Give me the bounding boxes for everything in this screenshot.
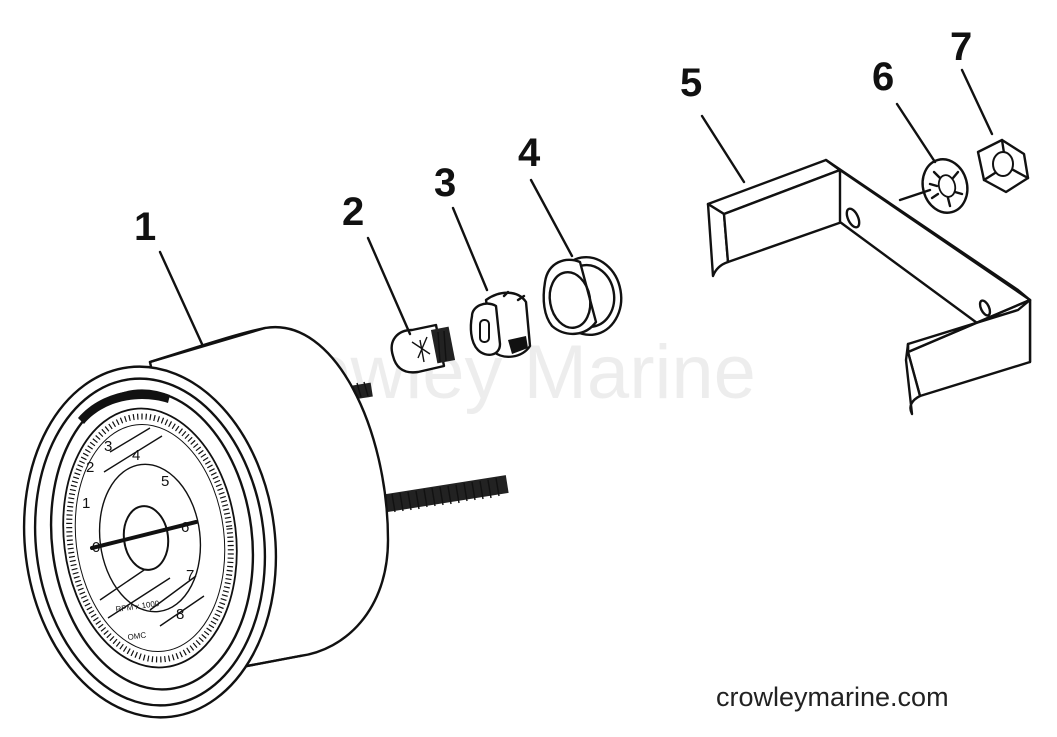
dial-brand: OMC xyxy=(127,630,147,642)
long-stud xyxy=(379,475,509,513)
leader-3 xyxy=(451,206,489,292)
website-label: crowleymarine.com xyxy=(716,682,949,712)
leader-5 xyxy=(700,114,746,184)
dial-number-0: 0 xyxy=(92,539,100,556)
callout-2: 2 xyxy=(342,190,364,234)
callout-7: 7 xyxy=(950,25,972,69)
leader-6 xyxy=(895,102,937,202)
lock-washer-part xyxy=(921,158,969,214)
dial-number-3: 3 xyxy=(104,438,112,455)
callout-5: 5 xyxy=(680,61,702,105)
socket-part xyxy=(469,290,532,358)
bracket-part xyxy=(706,158,1032,416)
callout-1: 1 xyxy=(134,205,156,249)
dial-number-2: 2 xyxy=(86,459,94,476)
leader-2 xyxy=(366,236,412,336)
bulb-part xyxy=(390,323,456,374)
dial-number-6: 6 xyxy=(181,519,189,536)
dial-number-4: 4 xyxy=(132,447,140,464)
dial-number-5: 5 xyxy=(161,473,169,490)
leader-4 xyxy=(529,178,574,258)
hex-nut-part xyxy=(976,138,1030,194)
dial-number-1: 1 xyxy=(82,495,90,512)
leader-1 xyxy=(158,250,204,346)
dial-number-7: 7 xyxy=(186,567,194,584)
dial-number-8: 8 xyxy=(176,606,184,623)
callout-3: 3 xyxy=(434,161,456,205)
leader-7 xyxy=(960,68,994,136)
grommet-part xyxy=(542,255,623,337)
callout-6: 6 xyxy=(872,55,894,99)
tachometer-part: 0 1 2 3 4 5 6 7 8 RPM x 1000 OMC xyxy=(22,325,509,719)
callout-4: 4 xyxy=(518,131,541,175)
